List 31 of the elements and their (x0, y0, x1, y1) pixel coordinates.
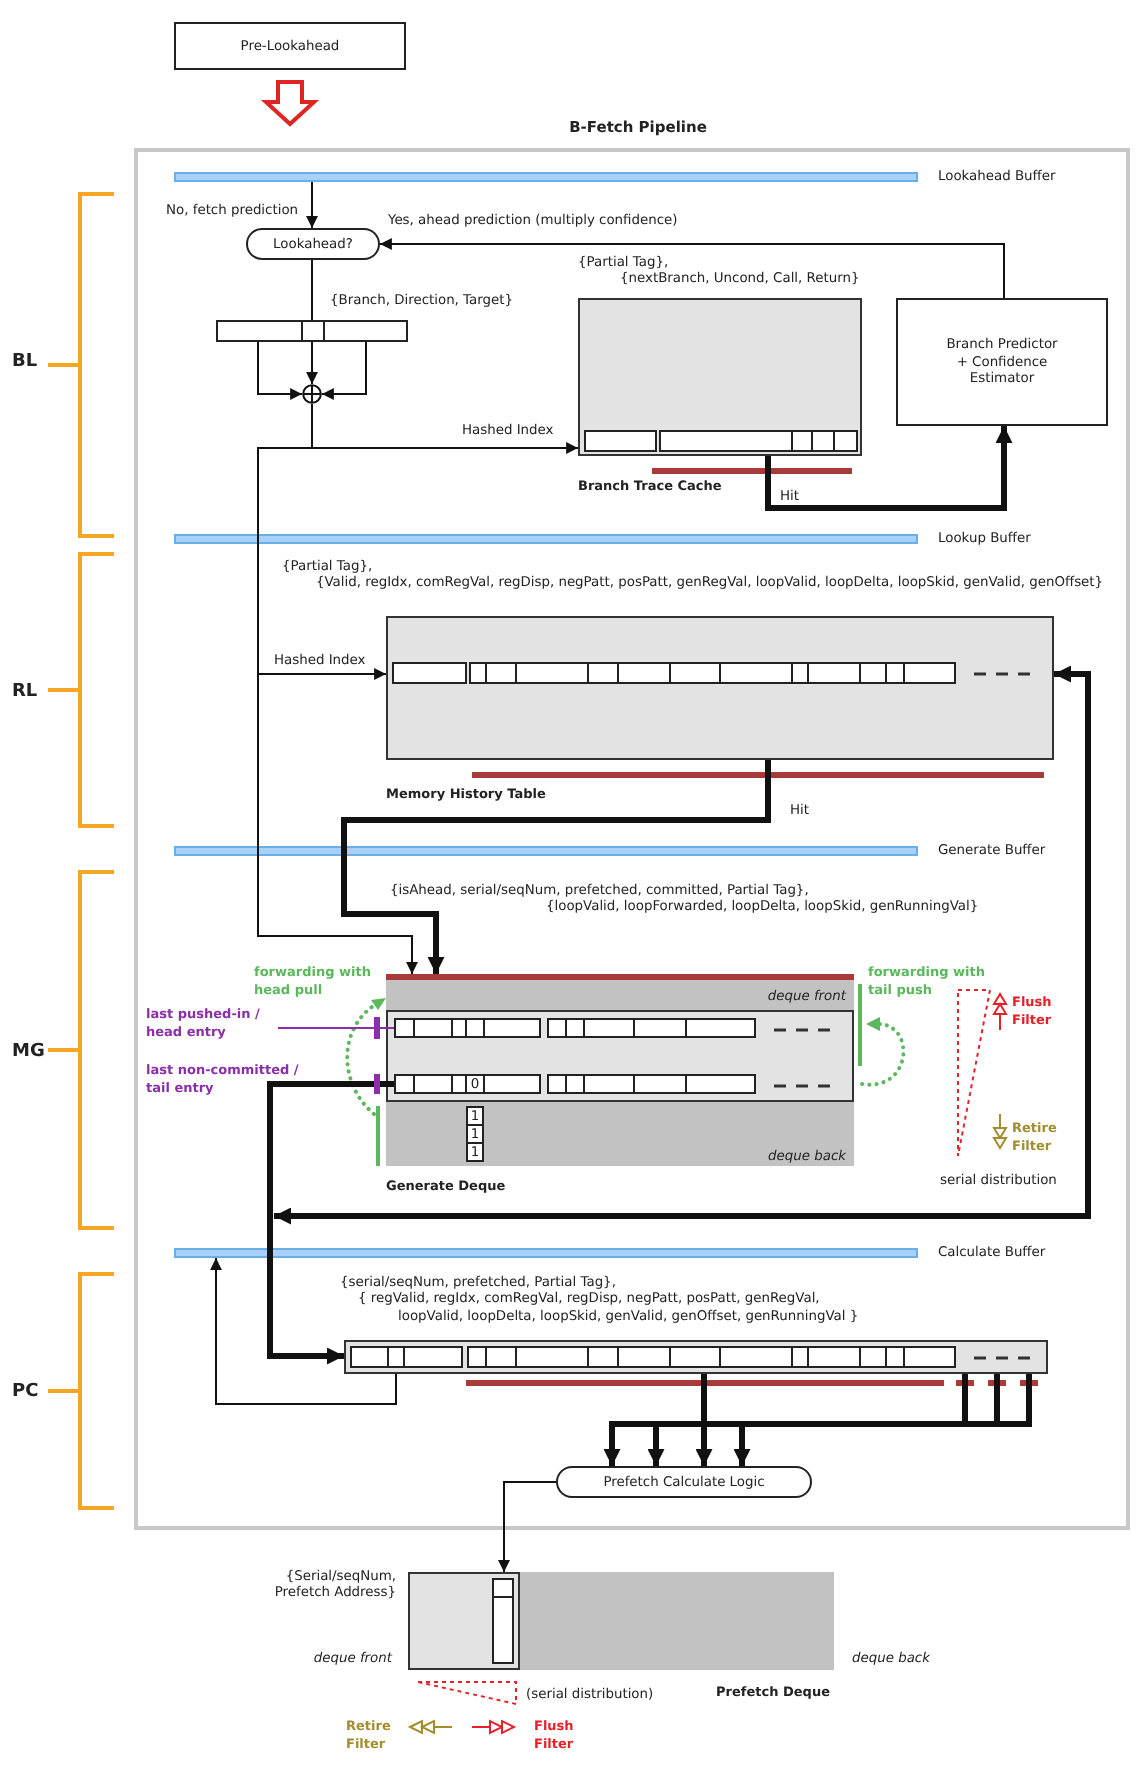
arrow (765, 426, 1013, 511)
register-row (394, 1072, 756, 1096)
leader-line (277, 1017, 395, 1039)
process-box (174, 22, 406, 70)
arrow (498, 1481, 557, 1573)
connector-line (267, 1081, 394, 1216)
arrow (267, 1216, 344, 1365)
arrow (321, 341, 367, 400)
arrow (257, 341, 303, 400)
stage-label: RL (12, 682, 38, 704)
arrow (257, 668, 387, 680)
bit-cell (466, 1142, 484, 1162)
bit-cell (466, 1124, 484, 1144)
predictor-box (896, 298, 1108, 426)
connector-line (257, 447, 313, 675)
arrow (306, 181, 318, 229)
arrow (257, 673, 418, 975)
arrow (306, 341, 318, 385)
arrow (379, 238, 1005, 299)
stage-label: PC (12, 1382, 39, 1404)
arrow (274, 665, 1091, 1225)
bus-arrow (603, 1374, 1032, 1466)
arrow (210, 1257, 397, 1405)
stage-label: MG (12, 1042, 45, 1064)
register-row (394, 1016, 756, 1040)
stage-label: BL (12, 352, 38, 374)
arrow (341, 760, 771, 974)
bit-cell (466, 1106, 484, 1126)
connector (311, 259, 313, 321)
entry-register (344, 1340, 1048, 1374)
block-arrow (260, 80, 320, 127)
